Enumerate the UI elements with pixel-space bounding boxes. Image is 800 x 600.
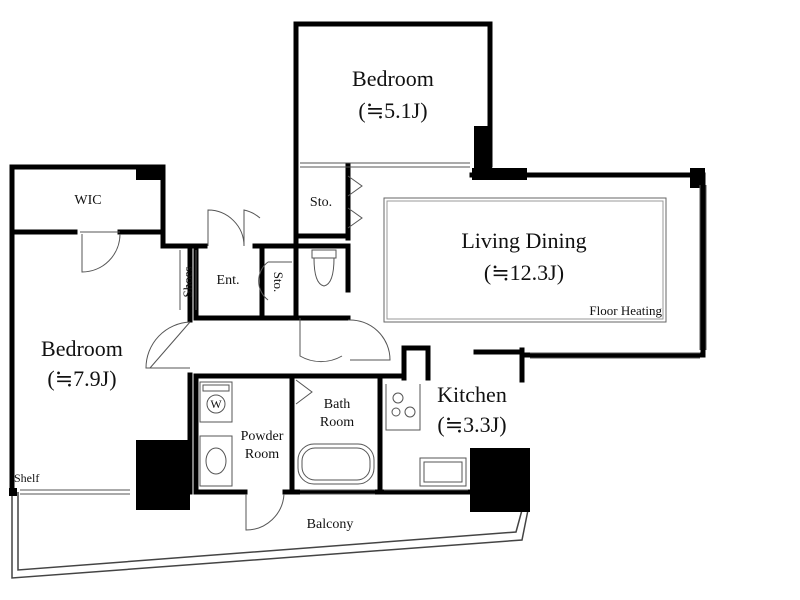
washer-label: W <box>210 397 222 411</box>
wic-label: WIC <box>74 193 101 208</box>
living-dining-size: (≒12.3J) <box>484 260 564 285</box>
shelf-label: Shelf <box>14 471 39 485</box>
powder-room-line2: Room <box>245 447 279 462</box>
bath-room-line2: Room <box>320 415 354 430</box>
bedroom-top-size: (≒5.1J) <box>358 98 427 123</box>
bedroom-left-name: Bedroom <box>41 336 123 361</box>
bath-room-line1: Bath <box>324 397 350 412</box>
powder-room-line1: Powder <box>241 429 284 444</box>
kitchen-size: (≒3.3J) <box>437 412 506 437</box>
sto-top-label: Sto. <box>310 195 332 210</box>
shoes-label: Shoes <box>180 266 195 297</box>
entrance-label: Ent. <box>217 273 240 288</box>
walls <box>9 21 706 495</box>
balcony-label: Balcony <box>307 517 354 532</box>
thin-details <box>20 162 707 531</box>
kitchen-name: Kitchen <box>437 382 507 407</box>
bedroom-left-size: (≒7.9J) <box>47 366 116 391</box>
labels: Bedroom (≒5.1J) WIC Sto. Living Dining (… <box>14 66 662 532</box>
living-dining-name: Living Dining <box>461 228 586 253</box>
sto-side-label: Sto. <box>271 272 286 293</box>
bedroom-top-name: Bedroom <box>352 66 434 91</box>
balcony-outline <box>11 492 529 579</box>
pillars <box>9 126 705 512</box>
floor-heating-label: Floor Heating <box>589 303 662 318</box>
